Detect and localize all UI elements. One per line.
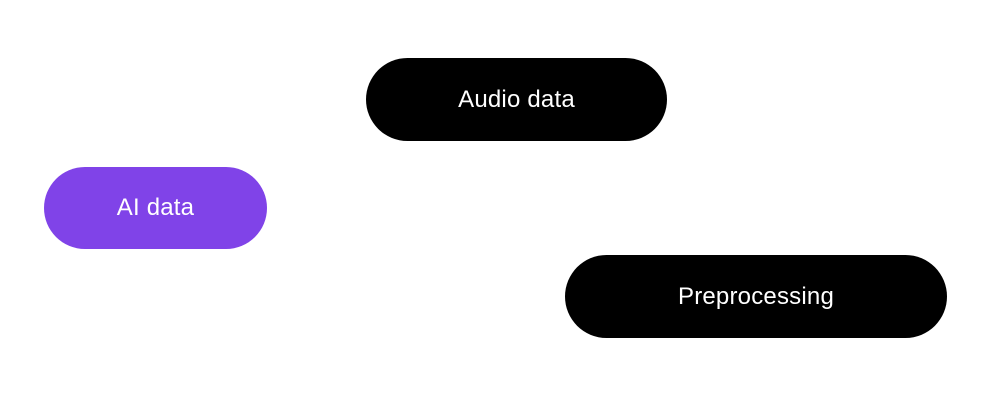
preprocessing-label: Preprocessing xyxy=(677,282,834,310)
preprocessing-tag: Preprocessing xyxy=(565,255,947,338)
audio-data-label: Audio data xyxy=(458,85,575,113)
audio-data-tag: Audio data xyxy=(366,58,667,141)
ai-data-tag: AI data xyxy=(44,167,267,249)
ai-data-label: AI data xyxy=(116,194,195,221)
